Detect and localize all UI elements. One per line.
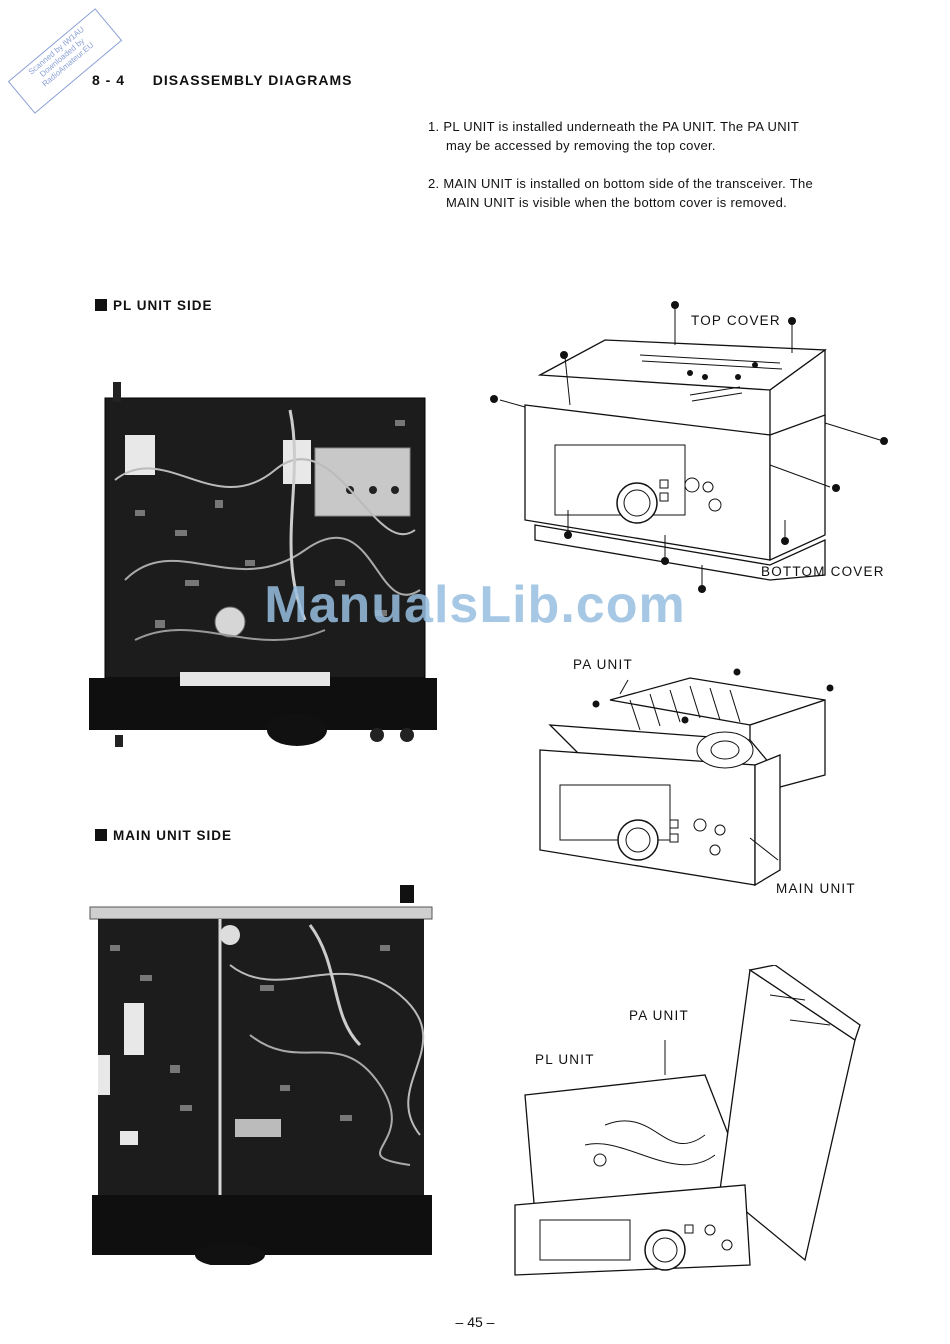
note-2-line-2: MAIN UNIT is visible when the bottom cov… xyxy=(446,195,788,210)
pl-unit-side-photo xyxy=(75,380,440,755)
unit-location-diagram xyxy=(520,660,860,900)
note-2-line-1: MAIN UNIT is installed on bottom side of… xyxy=(443,176,814,191)
pl-unit-side-caption: PL UNIT SIDE xyxy=(95,298,213,313)
note-1-number: 1. xyxy=(428,119,440,134)
main-unit-side-caption: MAIN UNIT SIDE xyxy=(95,828,232,843)
top-cover-label: TOP COVER xyxy=(691,313,781,328)
main-unit-label: MAIN UNIT xyxy=(776,881,856,896)
square-bullet-icon xyxy=(95,299,107,311)
section-number: 8 - 4 xyxy=(92,72,126,88)
square-bullet-icon xyxy=(95,829,107,841)
watermark: ManualsLib.com xyxy=(264,576,686,634)
pa-unit-label: PA UNIT xyxy=(573,657,633,672)
pa-unit-open-label: PA UNIT xyxy=(629,1008,689,1023)
main-unit-side-photo xyxy=(80,885,440,1267)
note-2-number: 2. xyxy=(428,176,440,191)
note-1-line-1: PL UNIT is installed underneath the PA U… xyxy=(443,119,800,134)
note-1-line-2: may be accessed by removing the top cove… xyxy=(446,138,716,153)
pl-unit-side-title: PL UNIT SIDE xyxy=(113,298,213,313)
scan-stamp: Scanned by IW1AU Downloaded by RadioAmat… xyxy=(7,8,123,114)
note-2: 2. MAIN UNIT is installed on bottom side… xyxy=(428,174,898,212)
open-chassis-diagram xyxy=(505,964,875,1285)
cover-removal-diagram xyxy=(480,295,900,605)
note-1: 1. PL UNIT is installed underneath the P… xyxy=(428,117,898,155)
pl-unit-open-label: PL UNIT xyxy=(535,1052,595,1067)
main-unit-side-title: MAIN UNIT SIDE xyxy=(113,828,233,843)
section-title: DISASSEMBLY DIAGRAMS xyxy=(152,72,353,88)
page-number: – 45 – xyxy=(455,1314,495,1330)
bottom-cover-label: BOTTOM COVER xyxy=(761,564,885,579)
section-header: 8 - 4 DISASSEMBLY DIAGRAMS xyxy=(92,72,353,88)
